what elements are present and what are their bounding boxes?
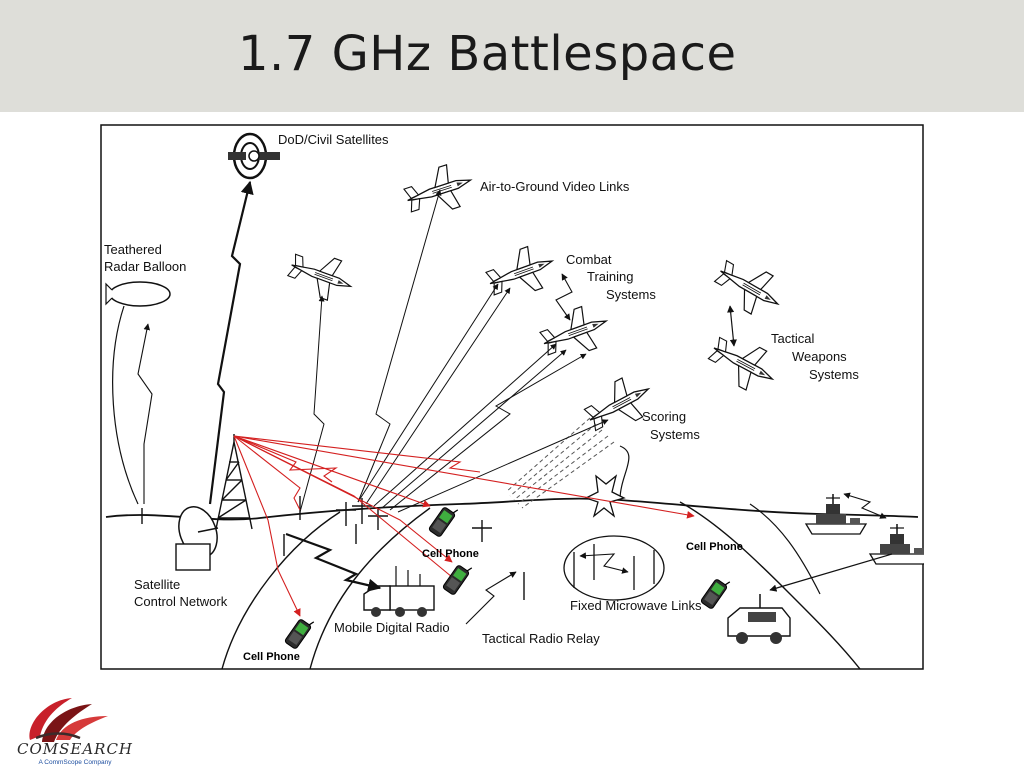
slide-title: 1.7 GHz Battlespace: [238, 26, 737, 82]
logo-name: COMSEARCH: [17, 740, 133, 758]
combat-label-line2: Training: [587, 269, 633, 284]
satellite-control-label-line1: Satellite: [134, 577, 180, 592]
tactical-label-line1: Tactical: [771, 331, 814, 346]
mobile-radio-label: Mobile Digital Radio: [334, 620, 450, 635]
satellite-uplink: [208, 180, 254, 505]
comsearch-swirl-icon: [29, 698, 108, 742]
truck-link: [285, 532, 382, 592]
cell-phone-label-3: Cell Phone: [243, 651, 300, 663]
ship-to-vehicle-link: [769, 553, 893, 592]
relay-link: [465, 571, 517, 625]
tactical-label-line3: Systems: [809, 367, 859, 382]
fixed-microwave-label: Fixed Microwave Links: [570, 598, 702, 613]
military-vehicle-icon: [727, 594, 791, 644]
comsearch-logo: COMSEARCH A CommScope Company: [0, 688, 150, 768]
satellite-control-label-line2: Control Network: [134, 594, 228, 609]
terrain-valley: [309, 507, 431, 670]
satellite-icon: [228, 132, 280, 180]
terrain-left-hill: [221, 511, 341, 670]
tactical-relay-label: Tactical Radio Relay: [482, 631, 600, 646]
ship-link: [843, 492, 887, 519]
ground-to-air-links: [299, 189, 609, 513]
cell-phone-label-2: Cell Phone: [686, 541, 743, 553]
cell-tower-icon: [215, 434, 253, 530]
mobile-radio-truck-icon: [363, 566, 435, 617]
combat-label-line1: Combat: [566, 252, 612, 267]
logo-tagline: A CommScope Company: [39, 759, 113, 766]
balloon-label-line2: Radar Balloon: [104, 259, 186, 274]
air-to-ground-label: Air-to-Ground Video Links: [480, 179, 630, 194]
cellular-links: [233, 435, 695, 617]
combat-jet-link: [555, 273, 573, 321]
combat-label-line3: Systems: [606, 287, 656, 302]
scoring-beam: [505, 417, 615, 509]
terrain-hill-edge: [619, 445, 630, 501]
scoring-label-line2: Systems: [650, 427, 700, 442]
tactical-label-line2: Weapons: [792, 349, 847, 364]
battlespace-diagram: DoD/Civil Satellites Air-to-Ground Video…: [100, 124, 924, 670]
terrain-ridge: [749, 503, 821, 595]
balloon-tether: [112, 305, 139, 505]
radar-balloon-icon: [105, 281, 171, 307]
cell-phone-label-1: Cell Phone: [422, 548, 479, 560]
terrain-right-slope: [679, 501, 861, 670]
balloon-link: [137, 323, 153, 504]
tactical-jet-link: [727, 305, 737, 347]
balloon-label-line1: Teathered: [104, 242, 162, 257]
fixed-microwave-site: [563, 535, 665, 601]
satellites-label: DoD/Civil Satellites: [278, 132, 389, 147]
title-band: 1.7 GHz Battlespace: [0, 0, 1024, 112]
scoring-label-line1: Scoring: [642, 409, 686, 424]
helipad-icon: [584, 474, 626, 518]
satellite-dish-icon: [175, 506, 219, 571]
